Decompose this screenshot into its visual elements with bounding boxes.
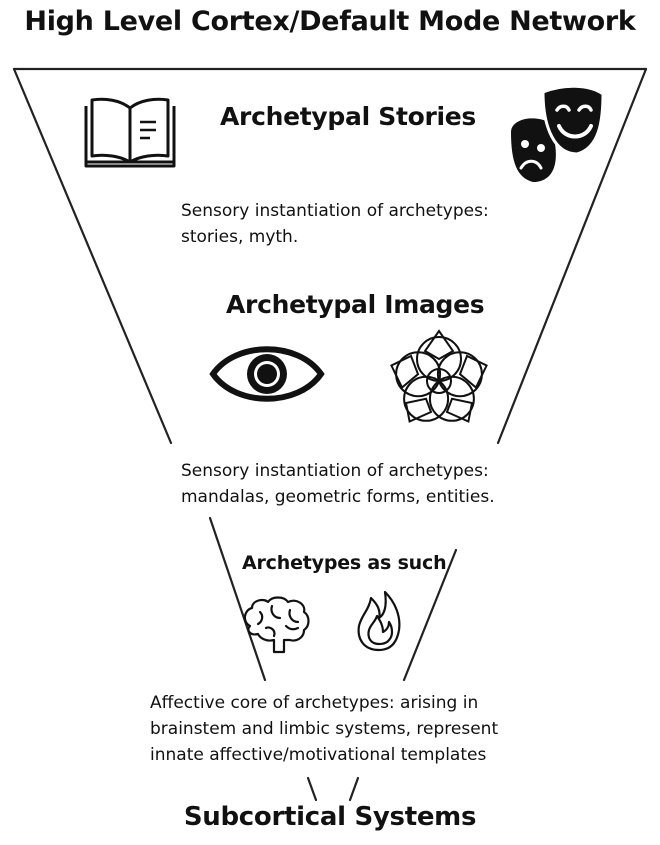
description-line: brainstem and limbic systems, represent <box>150 719 499 739</box>
level-description-stories: Sensory instantiation of archetypes: sto… <box>181 198 489 250</box>
level-heading-archetypes-as-such: Archetypes as such <box>242 552 447 574</box>
theater-masks-icon <box>505 82 610 187</box>
description-line: mandalas, geometric forms, entities. <box>181 487 495 507</box>
funnel-middle-left-edge <box>208 516 267 682</box>
brain-icon <box>240 596 312 656</box>
level-heading-images: Archetypal Images <box>226 290 485 319</box>
top-title: High Level Cortex/Default Mode Network <box>24 6 636 37</box>
funnel-outer-right-edge <box>496 67 648 445</box>
eye-icon <box>208 345 326 403</box>
flame-icon <box>355 588 403 654</box>
level-heading-stories: Archetypal Stories <box>220 102 477 131</box>
funnel-middle-right-edge <box>402 548 458 682</box>
mandala-icon <box>386 328 492 434</box>
bottom-title: Subcortical Systems <box>183 802 477 832</box>
description-line: Sensory instantiation of archetypes: <box>181 201 489 221</box>
funnel-outer-left-edge <box>12 67 173 445</box>
level-description-images: Sensory instantiation of archetypes: man… <box>181 458 495 510</box>
funnel-tip-left <box>306 776 318 802</box>
funnel-tip-right <box>348 776 360 802</box>
description-line: innate affective/motivational templates <box>150 745 487 765</box>
level-description-archetypes-as-such: Affective core of archetypes: arising in… <box>150 690 498 768</box>
open-book-icon <box>80 92 180 174</box>
description-line: Affective core of archetypes: arising in <box>150 693 479 713</box>
description-line: Sensory instantiation of archetypes: <box>181 461 489 481</box>
description-line: stories, myth. <box>181 227 299 247</box>
